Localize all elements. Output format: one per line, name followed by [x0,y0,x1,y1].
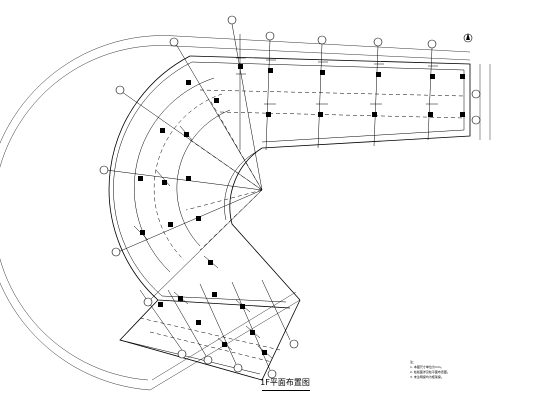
radial-grid [105,23,263,301]
note-line: 2. 柱截面详见柱平面布置图。 [410,370,450,374]
drawing-title: 1F平面布置图 [260,378,310,387]
north-arrow [463,33,473,43]
lower-grid [139,279,291,371]
columns [138,64,465,355]
notes-block: 注： 1. 本图尺寸单位为mm。 2. 柱截面详见柱平面布置图。 3. 未注明梁… [410,360,520,400]
axis-bubbles [99,15,481,379]
title-underline [262,390,310,391]
dimension-lines [0,35,491,391]
note-line: 注： [410,360,417,364]
note-line: 1. 本图尺寸单位为mm。 [410,365,444,369]
arc-grid [134,77,231,273]
beam-details [133,57,438,359]
straight-grid [199,34,465,151]
note-line: 3. 未注明梁均为框架梁。 [410,375,444,379]
building-outline [108,55,471,381]
